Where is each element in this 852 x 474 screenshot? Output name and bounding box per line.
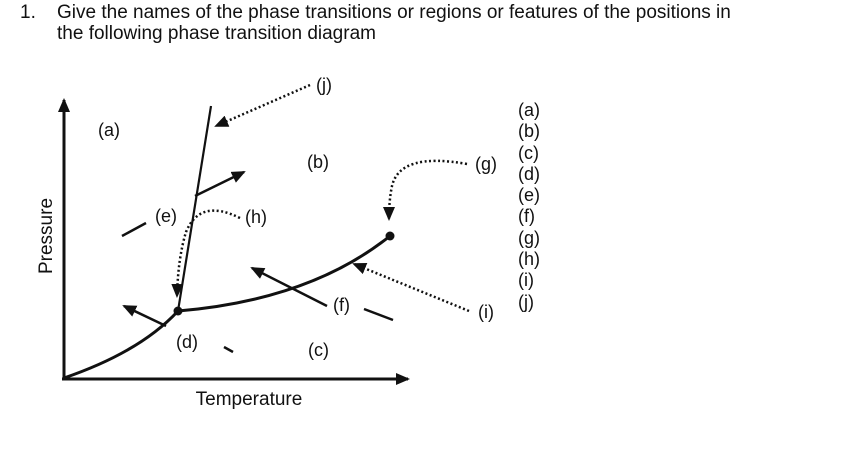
question-text: Give the names of the phase transitions … (57, 2, 847, 44)
label-h: (h) (245, 207, 267, 227)
answer-item-b: (b) (518, 121, 540, 142)
pointer-i (352, 262, 470, 313)
critical-point (385, 231, 395, 241)
label-g: (g) (475, 154, 497, 174)
arrow-e (194, 170, 246, 198)
x-axis-label: Temperature (196, 389, 303, 410)
question-number: 1. (20, 2, 36, 23)
label-f: (f) (333, 295, 350, 315)
answer-item-f: (f) (518, 206, 535, 227)
answer-item-j: (j) (518, 291, 534, 312)
arrow-d (122, 304, 167, 328)
label-b: (b) (307, 152, 329, 172)
label-c: (c) (308, 340, 329, 360)
answer-item-a: (a) (518, 100, 540, 120)
label-j: (j) (316, 75, 332, 95)
pointer-j (214, 83, 311, 128)
answer-item-h: (h) (518, 249, 540, 270)
triple-point (173, 306, 183, 316)
label-a: (a) (98, 120, 120, 140)
label-i: (i) (478, 302, 494, 322)
label-d: (d) (176, 332, 198, 352)
answer-item-d: (d) (518, 163, 540, 184)
question-line-1: Give the names of the phase transitions … (57, 2, 731, 23)
label-e: (e) (155, 206, 177, 226)
melting-curve (176, 105, 213, 312)
vaporization-curve (177, 234, 391, 313)
y-axis-label: Pressure (36, 198, 57, 274)
answer-list: (a) (b) (c) (d) (e) (f) (g) (h) (i) (j) (518, 100, 540, 313)
answer-item-c: (c) (518, 142, 539, 163)
dash-e (121, 221, 147, 238)
arrow-f (250, 266, 328, 308)
answer-item-g: (g) (518, 227, 540, 248)
pointer-g (383, 159, 468, 221)
axes (58, 98, 410, 385)
sublimation-curve (63, 309, 180, 380)
dash-f (363, 307, 394, 322)
question-line-2: the following phase transition diagram (57, 23, 376, 44)
answer-item-i: (i) (518, 270, 534, 291)
dash-d (223, 345, 234, 354)
answer-item-e: (e) (518, 185, 540, 206)
pointer-h (171, 209, 241, 298)
